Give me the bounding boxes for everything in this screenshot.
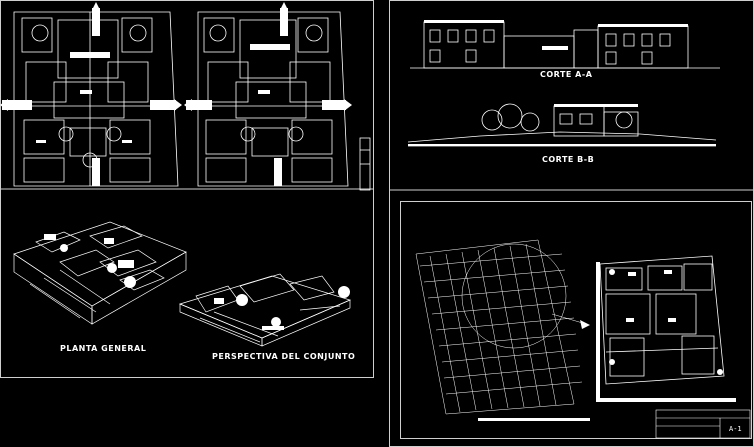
site-lot-grid[interactable] (415, 239, 587, 415)
planta-general-3d-fills (44, 234, 136, 288)
perspectiva-conjunto-3d-fills (214, 286, 350, 330)
corte-aa-label: CORTE A-A (540, 70, 593, 79)
floor-plan-1[interactable] (13, 11, 179, 187)
planta-general-label: PLANTA GENERAL (60, 344, 147, 353)
planta-general-3d[interactable] (13, 221, 187, 325)
site-building-plan[interactable] (599, 255, 725, 385)
title-block (655, 409, 751, 439)
floor-plan-2-fills (184, 2, 352, 186)
site-building-fills (596, 262, 736, 402)
elevation-corte-bb-fills (408, 104, 716, 146)
floor-plan-2[interactable] (197, 11, 349, 187)
corte-bb-label: CORTE B-B (542, 155, 595, 164)
elevation-corte-aa-fills (424, 20, 688, 50)
site-plan-viewport[interactable] (400, 201, 752, 439)
floor-plan-1-fills (0, 2, 182, 186)
site-arrow (478, 320, 590, 421)
perspectiva-label: PERSPECTIVA DEL CONJUNTO (212, 352, 356, 361)
sheet-number: A-1 (729, 425, 742, 433)
legend-strip (359, 137, 371, 191)
